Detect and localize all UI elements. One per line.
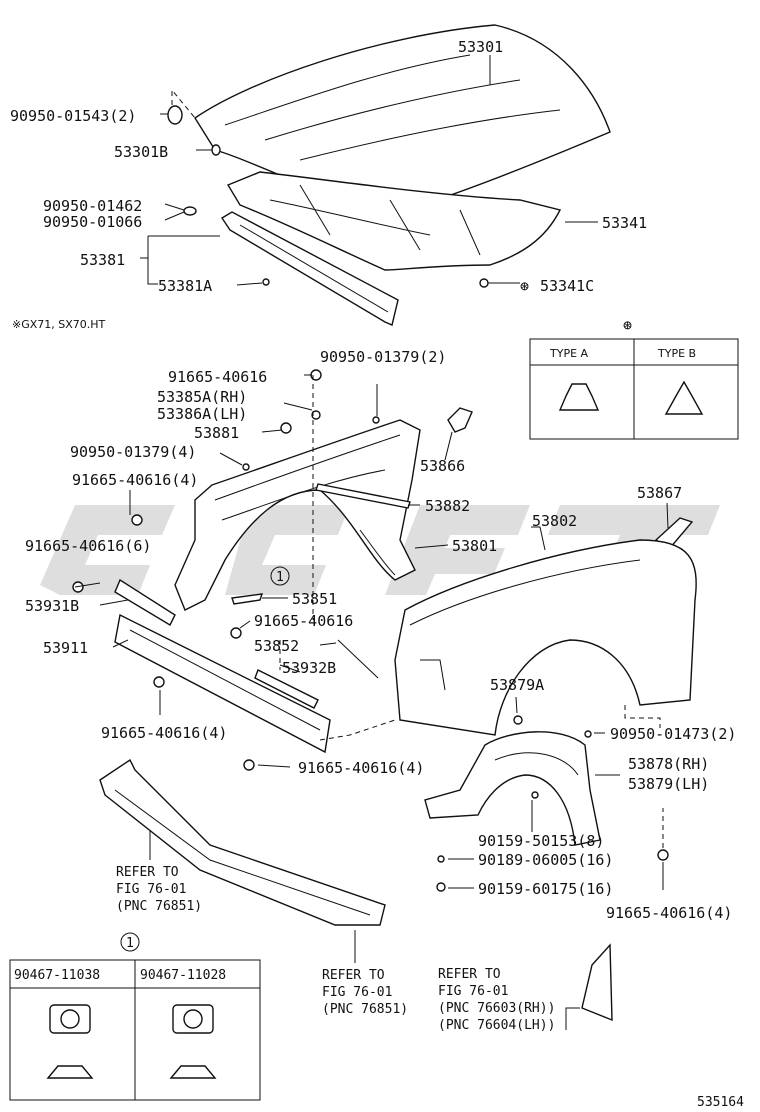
refer-right-line1: REFER TO — [438, 967, 501, 982]
refer-center-line3: (PNC 76851) — [322, 1002, 408, 1017]
refer-right-line3: (PNC 76603(RH)) — [438, 1001, 555, 1016]
nut-side-icon-1 — [46, 1065, 94, 1079]
clip-type-table: ⊛ TYPE A TYPE B — [529, 316, 739, 440]
clip-53381a — [262, 278, 270, 286]
refer-right-line4: (PNC 76604(LH)) — [438, 1018, 555, 1033]
label-53881: 53881 — [194, 424, 239, 442]
clip-53341c — [479, 278, 489, 288]
grommet-90950-01462 — [183, 206, 197, 216]
label-53879a: 53879A — [490, 676, 544, 694]
apron-brace-53882 — [315, 483, 411, 509]
label-53301: 53301 — [458, 38, 503, 56]
callout-circle-1 — [270, 566, 290, 586]
label-53341c: 53341C — [540, 277, 594, 295]
bracket-53932b — [254, 669, 319, 709]
bracket-53931b — [114, 578, 176, 626]
fender-liner-part — [424, 731, 601, 846]
label-53867: 53867 — [637, 484, 682, 502]
cushion-53301b — [211, 144, 221, 156]
front-spoiler-part — [99, 758, 386, 926]
refer-center: REFER TO FIG 76-01 (PNC 76851) — [322, 968, 408, 1017]
refer-center-line2: FIG 76-01 — [322, 985, 392, 1000]
mudguard-part — [581, 943, 613, 1022]
label-53386a: 53386A(LH) — [157, 405, 247, 423]
front-fender-part — [394, 539, 697, 736]
type-b-header: TYPE B — [657, 347, 696, 360]
bracket-53851 — [231, 593, 264, 605]
label-91665-40616-4d: 91665-40616(4) — [606, 904, 732, 922]
nut-table-callout: 1 — [126, 936, 134, 951]
label-90950-01379-2: 90950-01379(2) — [320, 348, 446, 366]
label-90950-01543: 90950-01543(2) — [10, 107, 136, 125]
bracket-53866 — [447, 407, 473, 433]
label-53911: 53911 — [43, 639, 88, 657]
refer-center-line1: REFER TO — [322, 968, 385, 983]
nut-col2-header: 90467-11028 — [140, 968, 226, 983]
label-91665-40616-mid: 91665-40616 — [254, 612, 353, 630]
label-91665-40616-4a: 91665-40616(4) — [72, 471, 198, 489]
label-90950-01379-4: 90950-01379(4) — [70, 443, 196, 461]
label-53932b: 53932B — [282, 659, 336, 677]
label-53931b: 53931B — [25, 597, 79, 615]
label-90950-01066: 90950-01066 — [43, 213, 142, 231]
refer-right-line2: FIG 76-01 — [438, 984, 508, 999]
label-90950-01462: 90950-01462 — [43, 197, 142, 215]
label-90950-01473: 90950-01473(2) — [610, 725, 736, 743]
label-91665-40616-4b: 91665-40616(4) — [101, 724, 227, 742]
type-a-header: TYPE A — [549, 347, 589, 360]
label-53801: 53801 — [452, 537, 497, 555]
clip-type-a-icon — [558, 383, 600, 411]
refer-left-line3: (PNC 76851) — [116, 899, 202, 914]
label-53882: 53882 — [425, 497, 470, 515]
clip-symbol-53341c: ⊛ — [520, 277, 529, 295]
hood-seal-grommet — [167, 105, 183, 125]
label-91665-40616-6: 91665-40616(6) — [25, 537, 151, 555]
nut-col1-header: 90467-11038 — [14, 968, 100, 983]
label-53879: 53879(LH) — [628, 775, 709, 793]
label-53851: 53851 — [292, 590, 337, 608]
label-53385a: 53385A(RH) — [157, 388, 247, 406]
label-53341: 53341 — [602, 214, 647, 232]
clip-symbol-table: ⊛ — [623, 316, 632, 334]
label-53301b: 53301B — [114, 143, 168, 161]
nut-table: 1 90467-11038 90467-11028 — [9, 932, 261, 1101]
hood-insulator-part — [226, 171, 562, 271]
label-90159-50153: 90159-50153(8) — [478, 832, 604, 850]
hood-front-seal-part — [221, 211, 399, 326]
nut-side-icon-2 — [169, 1065, 217, 1079]
rod-53852 — [337, 639, 379, 679]
label-91665-40616-4c: 91665-40616(4) — [298, 759, 424, 777]
refer-right: REFER TO FIG 76-01 (PNC 76603(RH)) (PNC … — [438, 967, 555, 1033]
callout-1-text: 1 — [276, 570, 284, 585]
label-53381a: 53381A — [158, 277, 212, 295]
refer-left-line2: FIG 76-01 — [116, 882, 186, 897]
label-53852: 53852 — [254, 637, 299, 655]
refer-left-line1: REFER TO — [116, 865, 179, 880]
fender-apron-part — [174, 419, 421, 611]
label-53878: 53878(RH) — [628, 755, 709, 773]
model-note: ※GX71, SX70.HT — [12, 318, 106, 331]
label-90189-06005: 90189-06005(16) — [478, 851, 613, 869]
label-53381: 53381 — [80, 251, 125, 269]
radiator-support-panel-53911 — [114, 613, 331, 754]
figure-number: 535164 — [697, 1095, 744, 1110]
label-53802: 53802 — [532, 512, 577, 530]
label-91665-40616-top: 91665-40616 — [168, 368, 267, 386]
label-90159-60175: 90159-60175(16) — [478, 880, 613, 898]
clip-type-b-icon — [664, 380, 704, 415]
refer-left: REFER TO FIG 76-01 (PNC 76851) — [116, 865, 202, 914]
label-53866: 53866 — [420, 457, 465, 475]
